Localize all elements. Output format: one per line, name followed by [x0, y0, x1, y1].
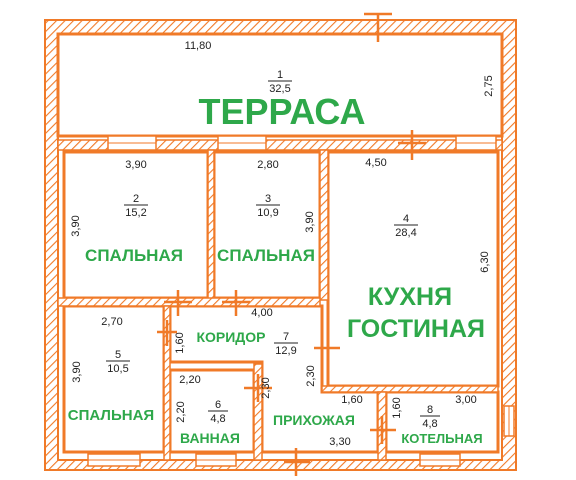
- window-glazing: [88, 142, 510, 461]
- dim-boiler-width2: 1,60: [341, 394, 362, 406]
- dim-corridor-width-top: 4,00: [251, 307, 272, 319]
- room-area-1: 32,5: [269, 83, 290, 95]
- room-area-8: 4,8: [422, 418, 437, 430]
- dim-bedroom5-depth: 3,90: [71, 361, 83, 382]
- room-area-5: 10,5: [107, 363, 128, 375]
- dim-bath-depth: 2,20: [175, 401, 187, 422]
- door-kitchen: [314, 334, 340, 362]
- dim-corridor-depth-right: 2,30: [305, 365, 317, 386]
- room-name-bedroom-5: СПАЛЬНАЯ: [68, 407, 154, 424]
- room-name-bedroom-2: СПАЛЬНАЯ: [85, 246, 183, 265]
- door-bedroom3: [222, 290, 250, 316]
- dim-bedroom2-width: 3,90: [125, 159, 146, 171]
- dim-boiler-depth: 1,60: [391, 397, 403, 418]
- dim-corridor-depth-mid: 2,30: [260, 377, 272, 398]
- room-name-terrace: ТЕРРАСА: [198, 91, 365, 132]
- room-number-7: 7: [283, 331, 289, 343]
- room-name-hallway: ПРИХОЖАЯ: [273, 412, 355, 428]
- door-bedroom5: [157, 320, 177, 346]
- dim-kitchen-depth: 6,30: [479, 251, 491, 272]
- room-area-7: 12,9: [275, 345, 296, 357]
- room-name-corridor: КОРИДОР: [196, 329, 265, 345]
- room-number-1: 1: [277, 69, 283, 81]
- door-bedroom2: [164, 290, 192, 316]
- room-name-bedroom-3: СПАЛЬНАЯ: [217, 246, 315, 265]
- door-kitchen-terrace: [398, 130, 426, 160]
- dim-corridor-width-bottom: 3,30: [329, 436, 350, 448]
- door-terrace-top: [364, 12, 392, 42]
- room-number-6: 6: [215, 399, 221, 411]
- door-boiler: [370, 416, 396, 444]
- dim-bedroom3-width: 2,80: [257, 159, 278, 171]
- doors: [157, 12, 426, 476]
- dim-terrace-depth: 2,75: [483, 75, 495, 96]
- dim-boiler-width: 3,00: [455, 394, 476, 406]
- room-area-4: 28,4: [395, 227, 416, 239]
- room-area-3: 10,9: [257, 207, 278, 219]
- room-area-6: 4,8: [210, 413, 225, 425]
- room-number-8: 8: [427, 404, 433, 416]
- dim-corridor-depth-left: 1,60: [174, 332, 186, 353]
- dim-kitchen-width: 4,50: [365, 157, 386, 169]
- room-outline-bedroom-2: [62, 150, 210, 300]
- dim-bedroom5-width: 2,70: [101, 316, 122, 328]
- partition-kitchen-bottom: [321, 385, 499, 393]
- dim-bath-width: 2,20: [179, 374, 200, 386]
- dim-terrace-width: 11,80: [185, 40, 212, 52]
- room-name-bath: ВАННАЯ: [180, 430, 240, 446]
- dim-bedroom3-depth: 3,90: [304, 211, 316, 232]
- room-number-5: 5: [115, 349, 121, 361]
- partition-bedroom5: [163, 305, 171, 461]
- room-number-2: 2: [133, 193, 139, 205]
- partition-bedrooms: [207, 149, 215, 301]
- room-name-living: ГОСТИНАЯ: [347, 315, 485, 343]
- room-name-kitchen: КУХНЯ: [368, 283, 452, 311]
- door-entrance: [284, 448, 310, 476]
- partition-terrace: [57, 139, 503, 151]
- door-bath: [244, 374, 272, 402]
- partition-kitchen: [319, 149, 329, 301]
- room-outline-kitchen: [326, 150, 500, 388]
- room-area-2: 15,2: [125, 207, 146, 219]
- room-number-4: 4: [403, 213, 409, 225]
- room-outline-terrace: [56, 32, 504, 138]
- room-number-3: 3: [265, 193, 271, 205]
- room-name-boiler: КОТЕЛЬНАЯ: [401, 431, 482, 446]
- partition-bath: [253, 363, 263, 461]
- dim-bedroom2-depth: 3,90: [70, 215, 82, 236]
